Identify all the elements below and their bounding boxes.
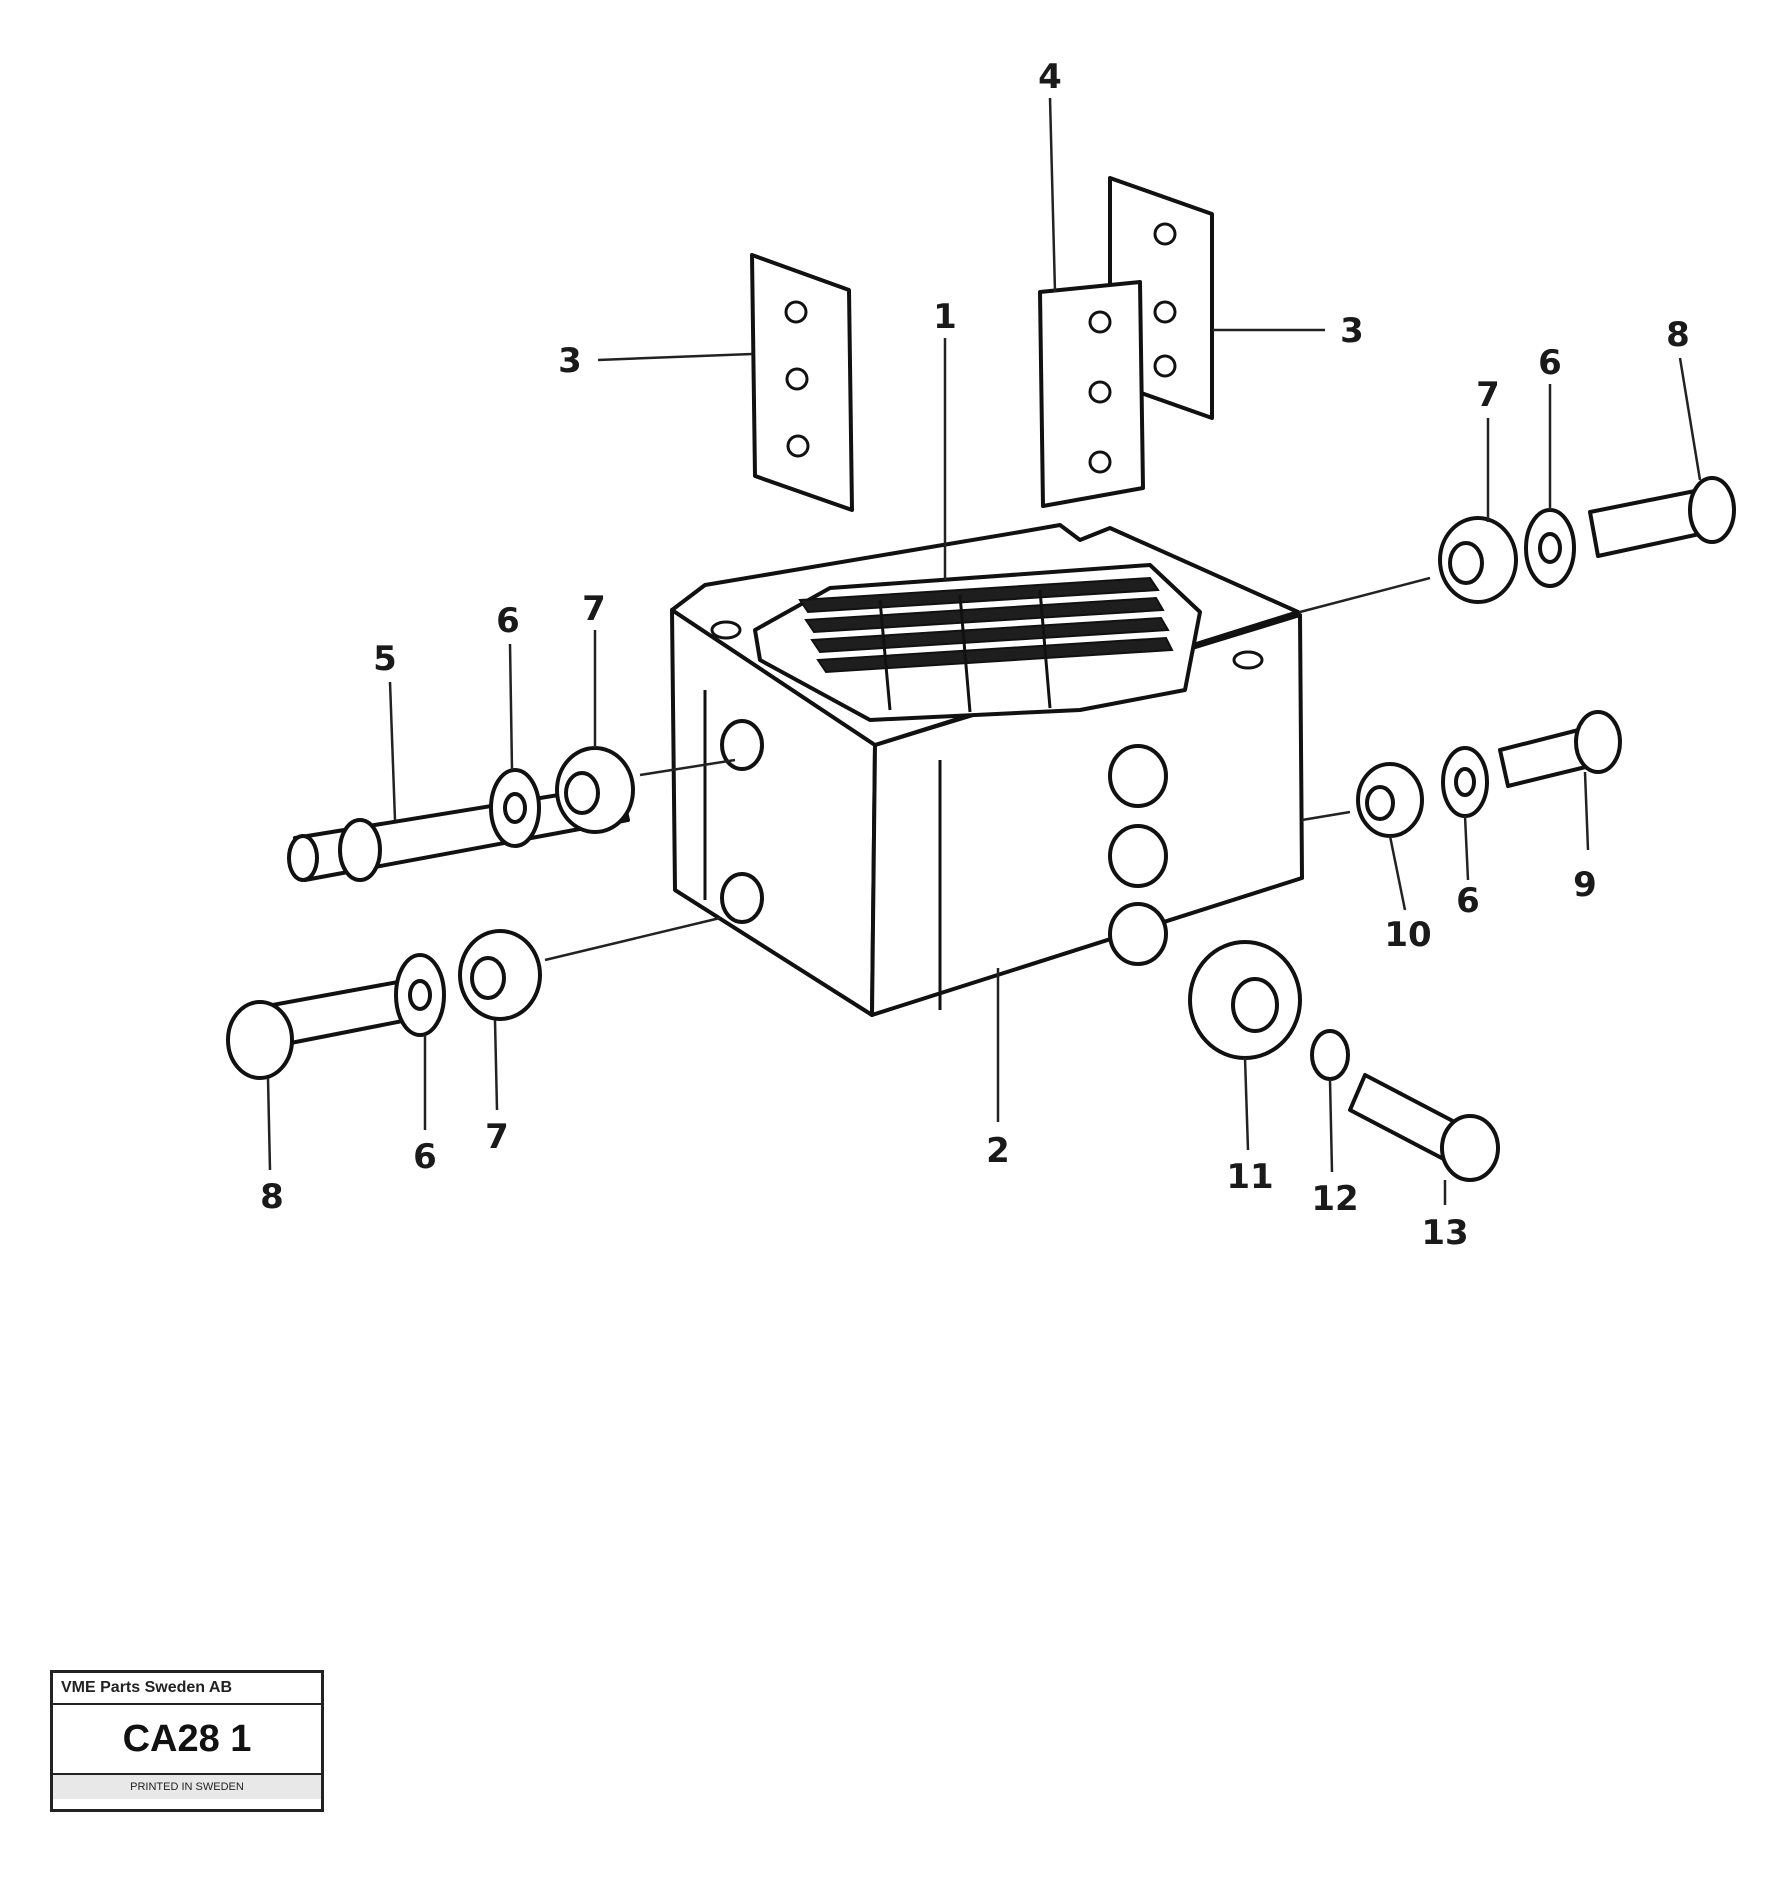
shim-plate-left <box>750 253 854 512</box>
valve-housing <box>670 523 1304 1017</box>
shim-plate-front <box>1038 280 1145 508</box>
bolt-assembly-left-upper <box>287 746 736 882</box>
label-item-6-left-lower: 6 <box>413 1137 437 1177</box>
label-item-8-left: 8 <box>260 1177 284 1217</box>
bolt-assembly-left-lower <box>226 916 721 1080</box>
leader-lines <box>266 97 1702 1205</box>
bolt-assembly-right-middle <box>1301 710 1622 838</box>
bolt-assembly-right-upper <box>1299 476 1736 614</box>
label-item-5: 5 <box>373 639 397 679</box>
label-item-7-right-upper: 7 <box>1476 375 1500 415</box>
cooler-fins <box>798 576 1174 713</box>
label-item-11: 11 <box>1226 1157 1273 1197</box>
label-item-2: 2 <box>986 1131 1010 1171</box>
label-item-4: 4 <box>1038 57 1062 97</box>
title-block-company: VME Parts Sweden AB <box>53 1673 321 1705</box>
label-item-7-left-lower: 7 <box>485 1117 509 1157</box>
label-item-6-left-upper: 6 <box>496 601 520 641</box>
label-item-10: 10 <box>1384 915 1431 955</box>
label-item-3-left: 3 <box>558 341 582 381</box>
label-item-9: 9 <box>1573 865 1597 905</box>
label-item-1: 1 <box>933 297 957 337</box>
bolt-assembly-right-lower <box>1188 940 1500 1182</box>
drawing-code: CA28 1 <box>122 1718 252 1760</box>
label-item-6-right-upper: 6 <box>1538 343 1562 383</box>
label-item-7-left-upper: 7 <box>582 589 606 629</box>
label-item-8-right: 8 <box>1666 315 1690 355</box>
label-item-13: 13 <box>1421 1213 1468 1253</box>
label-item-3-right: 3 <box>1340 311 1364 351</box>
drawing-title-block: VME Parts Sweden AB CA28 1 PRINTED IN SW… <box>50 1670 324 1812</box>
title-block-footer: PRINTED IN SWEDEN <box>53 1773 321 1799</box>
label-item-6-right-middle: 6 <box>1456 881 1480 921</box>
label-item-12: 12 <box>1311 1179 1358 1219</box>
